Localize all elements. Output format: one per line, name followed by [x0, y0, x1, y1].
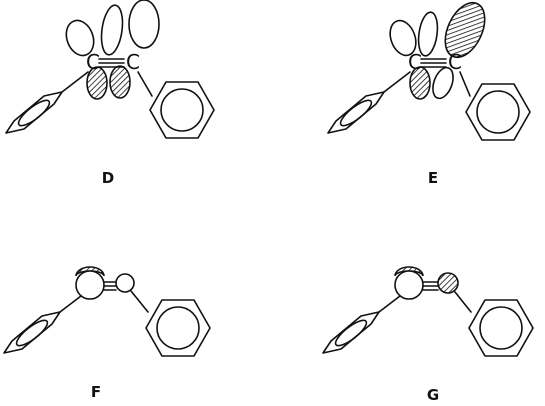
panel-f: F: [3, 266, 211, 401]
open-lobe-icon: [65, 19, 95, 57]
carbon-atom-left: C: [86, 50, 100, 74]
carbon-atom-left: C: [408, 50, 422, 74]
panel-e: C C E: [327, 1, 531, 187]
carbon-atom-right: C: [126, 50, 140, 74]
panel-label-g: G: [427, 386, 439, 404]
hatched-lobe-icon: [394, 266, 424, 277]
open-lobe-icon: [128, 0, 160, 49]
hatched-lobe-icon: [86, 66, 108, 100]
panel-d: C C D: [5, 0, 215, 187]
triple-bond: [422, 281, 439, 291]
hatched-lobe-icon: [109, 65, 131, 99]
hatched-lobe-icon: [437, 272, 459, 294]
panel-g: G: [322, 266, 534, 404]
benzene-ring-icon: [149, 81, 215, 139]
benzene-ring-icon: [5, 91, 63, 134]
open-lobe-icon: [389, 19, 417, 57]
panel-label-f: F: [91, 383, 101, 401]
benzene-ring-icon: [327, 91, 385, 134]
open-lobe-icon: [417, 11, 439, 57]
open-lobe-icon: [432, 66, 454, 100]
triple-bond: [103, 281, 117, 291]
triple-bond: [98, 58, 125, 68]
hatched-lobe-icon: [444, 1, 486, 59]
open-lobe-icon: [100, 4, 124, 56]
hatched-lobe-icon: [75, 266, 105, 277]
carbon-atom-right: C: [448, 50, 462, 74]
benzene-ring-icon: [465, 83, 531, 141]
benzene-ring-icon: [3, 311, 61, 354]
open-lobe-icon: [75, 270, 105, 300]
benzene-ring-icon: [322, 311, 380, 354]
open-lobe-icon: [394, 270, 424, 300]
hatched-lobe-icon: [409, 66, 431, 100]
panel-label-e: E: [428, 169, 438, 187]
benzene-ring-icon: [468, 299, 534, 357]
panel-label-d: D: [102, 169, 114, 187]
open-lobe-icon: [115, 273, 135, 293]
benzene-ring-icon: [145, 299, 211, 357]
triple-bond: [420, 58, 447, 68]
